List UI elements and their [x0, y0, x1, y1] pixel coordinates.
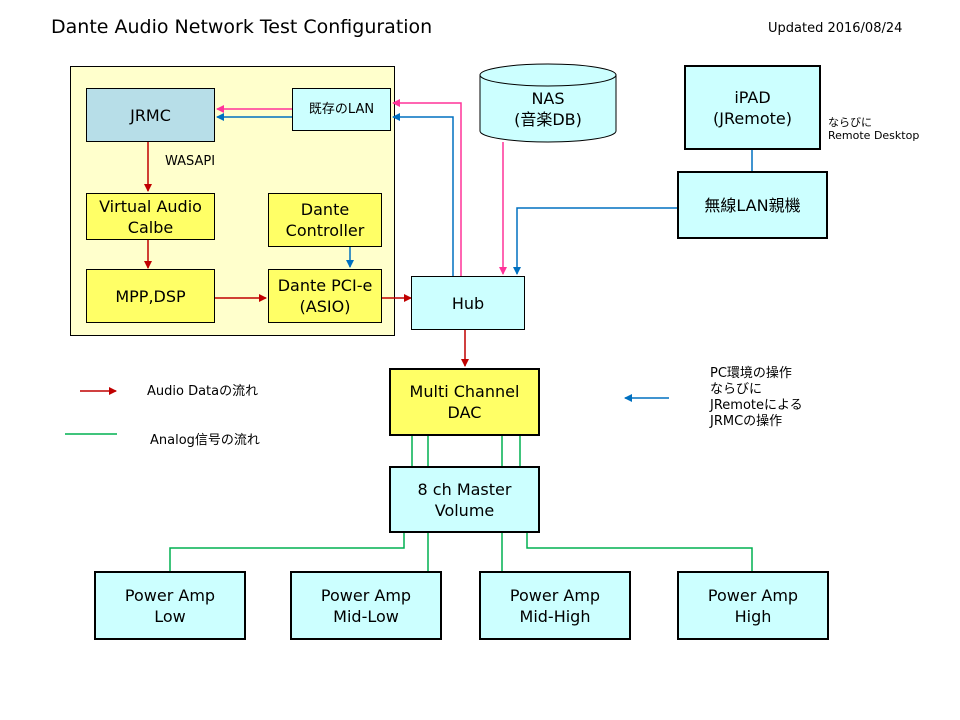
hub-box: Hub	[411, 276, 525, 330]
legend-audio-text: Audio Dataの流れ	[147, 384, 259, 399]
control-wireless-to-hub	[513, 207, 677, 275]
mpp-dsp-box: MPP,DSP	[86, 269, 215, 323]
wireless-lan-box: 無線LAN親機	[677, 171, 828, 239]
diagram-title: Dante Audio Network Test Configuration	[51, 16, 433, 38]
existing-lan-box: 既存のLAN	[292, 88, 391, 131]
legend-control-text: PC環境の操作 ならびに JRemoteによる JRMCの操作	[710, 366, 803, 429]
power-amp-mid-low-box: Power Amp Mid-Low	[290, 571, 442, 640]
ipad-box: iPAD (JRemote)	[684, 65, 821, 150]
virtual-audio-cable-box: Virtual Audio Calbe	[86, 193, 215, 240]
analog-to-high	[526, 533, 753, 571]
dante-controller-box: Dante Controller	[268, 193, 382, 247]
ipad-note: ならびに Remote Desktop	[828, 116, 920, 142]
dante-pcie-box: Dante PCI-e (ASIO)	[268, 269, 382, 323]
master-volume-box: 8 ch Master Volume	[389, 466, 540, 533]
analog-to-low	[169, 533, 405, 571]
power-amp-high-box: Power Amp High	[677, 571, 829, 640]
nas-cylinder	[479, 63, 617, 143]
power-amp-mid-high-box: Power Amp Mid-High	[479, 571, 631, 640]
wasapi-label: WASAPI	[165, 154, 216, 169]
nas-label: NAS (音楽DB)	[514, 89, 582, 129]
legend-analog-text: Analog信号の流れ	[150, 433, 260, 448]
updated-date: Updated 2016/08/24	[768, 21, 903, 36]
control-hub-to-lan	[392, 113, 454, 276]
power-amp-low-box: Power Amp Low	[94, 571, 246, 640]
multi-channel-dac-box: Multi Channel DAC	[389, 368, 540, 436]
lan-hub-to-lan	[392, 99, 462, 276]
jrmc-box: JRMC	[86, 88, 215, 142]
